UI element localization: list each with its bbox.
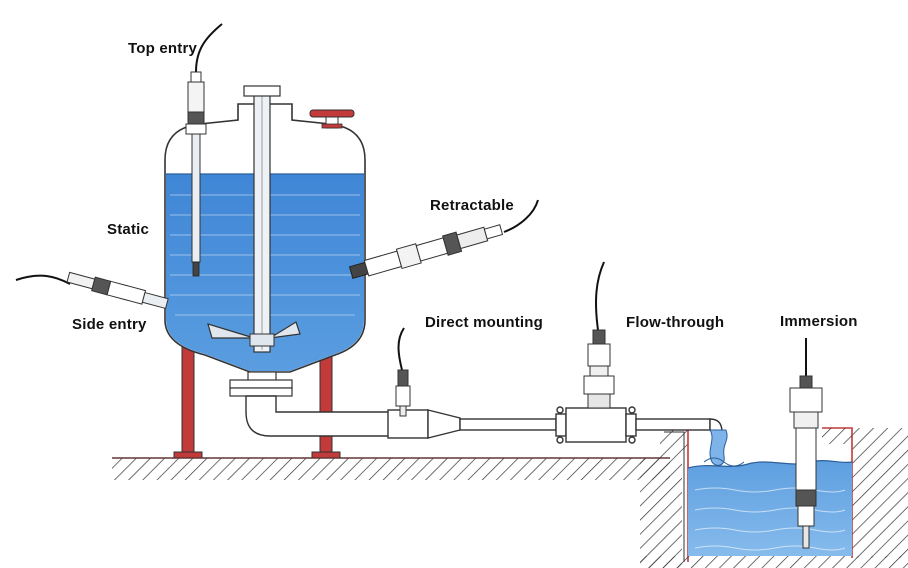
retractable-sensor (348, 199, 539, 279)
flow-through-sensor (583, 261, 615, 409)
basin (640, 427, 908, 568)
direct-mounting-sensor (395, 327, 411, 417)
piping (245, 395, 723, 444)
tank (164, 85, 366, 397)
label-top-entry: Top entry (128, 40, 198, 57)
side-entry-sensor (15, 271, 169, 310)
label-flow-through: Flow-through (626, 314, 725, 331)
label-direct-mounting: Direct mounting (425, 314, 543, 331)
immersion-sensor (789, 338, 823, 549)
ground (112, 457, 670, 480)
label-retractable: Retractable (430, 197, 514, 214)
label-static: Static (107, 221, 150, 238)
pool-liquid (687, 459, 853, 556)
label-immersion: Immersion (780, 313, 858, 330)
top-entry-sensor (185, 23, 223, 277)
label-side-entry: Side entry (72, 316, 147, 333)
water-stream (703, 429, 745, 467)
